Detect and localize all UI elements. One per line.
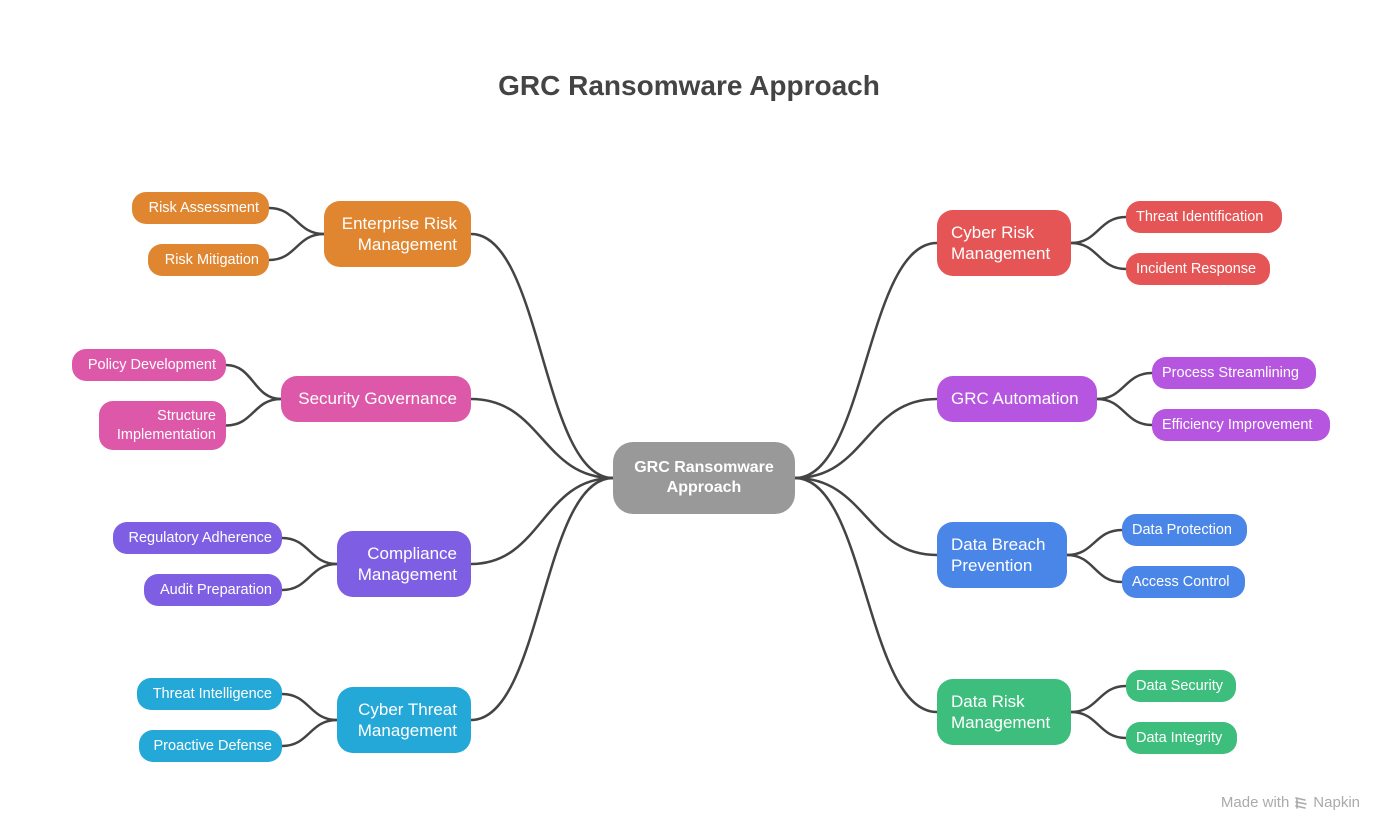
leaf-process-streamlining[interactable]: Process Streamlining bbox=[1152, 357, 1316, 389]
branch-security-governance[interactable]: Security Governance bbox=[281, 376, 471, 422]
napkin-brand-label: Napkin bbox=[1313, 794, 1360, 811]
leaf-label: Process Streamlining bbox=[1162, 364, 1299, 381]
connector-branch-to-leaf bbox=[1070, 241, 1127, 271]
leaf-label: Policy Development bbox=[87, 356, 216, 373]
leaf-audit-preparation[interactable]: Audit Preparation bbox=[144, 574, 282, 606]
center-node-label: GRC Ransomware Approach bbox=[634, 459, 774, 496]
leaf-structure-implementation[interactable]: Structure Implementation bbox=[99, 401, 226, 450]
leaf-label: Risk Mitigation bbox=[164, 251, 259, 268]
connector-branch-to-leaf bbox=[268, 232, 325, 262]
leaf-regulatory-adherence[interactable]: Regulatory Adherence bbox=[113, 522, 282, 554]
branch-label: Compliance Management bbox=[357, 543, 457, 584]
connector-branch-to-leaf bbox=[1066, 553, 1123, 584]
leaf-label: Proactive Defense bbox=[153, 737, 272, 754]
leaf-efficiency-improvement[interactable]: Efficiency Improvement bbox=[1152, 409, 1330, 441]
branch-compliance-management[interactable]: Compliance Management bbox=[337, 531, 471, 597]
connector-center-to-branch bbox=[794, 241, 938, 480]
connector-center-to-branch bbox=[470, 476, 614, 722]
branch-label: GRC Automation bbox=[951, 389, 1079, 409]
leaf-label: Data Security bbox=[1136, 677, 1224, 694]
branch-label: Data Risk Management bbox=[951, 691, 1051, 732]
branch-label: Cyber Threat Management bbox=[357, 699, 457, 740]
branch-enterprise-risk-management[interactable]: Enterprise Risk Management bbox=[324, 201, 471, 267]
branch-label: Data Breach Prevention bbox=[951, 534, 1046, 575]
connector-branch-to-leaf bbox=[268, 206, 325, 236]
connector-branch-to-leaf bbox=[1096, 371, 1153, 401]
connector-branch-to-leaf bbox=[281, 718, 338, 748]
connector-center-to-branch bbox=[794, 476, 938, 557]
leaf-label: Threat Intelligence bbox=[152, 685, 272, 702]
made-with-napkin-badge[interactable]: Made with Napkin bbox=[1221, 794, 1360, 811]
connector-branch-to-leaf bbox=[225, 397, 282, 427]
leaf-label: Access Control bbox=[1132, 573, 1230, 590]
leaf-threat-intelligence[interactable]: Threat Intelligence bbox=[137, 678, 282, 710]
branch-label: Security Governance bbox=[298, 389, 457, 409]
center-node[interactable]: GRC Ransomware Approach bbox=[613, 442, 795, 514]
leaf-data-security[interactable]: Data Security bbox=[1126, 670, 1236, 702]
connector-center-to-branch bbox=[470, 232, 614, 480]
connector-branch-to-leaf bbox=[1070, 710, 1127, 740]
connector-branch-to-leaf bbox=[225, 363, 282, 401]
leaf-risk-mitigation[interactable]: Risk Mitigation bbox=[148, 244, 269, 276]
connector-center-to-branch bbox=[794, 397, 938, 480]
connector-center-to-branch bbox=[470, 476, 614, 566]
leaf-label: Efficiency Improvement bbox=[1162, 416, 1313, 433]
connector-branch-to-leaf bbox=[1066, 528, 1123, 557]
leaf-label: Audit Preparation bbox=[159, 581, 272, 598]
leaf-risk-assessment[interactable]: Risk Assessment bbox=[132, 192, 269, 224]
branch-label: Enterprise Risk Management bbox=[341, 213, 457, 254]
leaf-policy-development[interactable]: Policy Development bbox=[72, 349, 226, 381]
branch-label: Cyber Risk Management bbox=[951, 222, 1051, 263]
diagram-title: GRC Ransomware Approach bbox=[498, 70, 880, 101]
branch-data-breach-prevention[interactable]: Data Breach Prevention bbox=[937, 522, 1067, 588]
leaf-data-integrity[interactable]: Data Integrity bbox=[1126, 722, 1237, 754]
leaf-threat-identification[interactable]: Threat Identification bbox=[1126, 201, 1282, 233]
napkin-logo-icon bbox=[1295, 796, 1308, 809]
connector-branch-to-leaf bbox=[1096, 397, 1153, 427]
branch-cyber-risk-management[interactable]: Cyber Risk Management bbox=[937, 210, 1071, 276]
leaf-label: Data Protection bbox=[1132, 521, 1232, 538]
connector-branch-to-leaf bbox=[281, 536, 338, 566]
connector-branch-to-leaf bbox=[281, 562, 338, 592]
branch-grc-automation[interactable]: GRC Automation bbox=[937, 376, 1097, 422]
leaf-access-control[interactable]: Access Control bbox=[1122, 566, 1245, 598]
leaf-label: Regulatory Adherence bbox=[128, 529, 273, 546]
leaf-data-protection[interactable]: Data Protection bbox=[1122, 514, 1247, 546]
connector-branch-to-leaf bbox=[1070, 215, 1127, 245]
leaf-label: Incident Response bbox=[1136, 260, 1257, 277]
leaf-proactive-defense[interactable]: Proactive Defense bbox=[139, 730, 282, 762]
leaf-label: Structure Implementation bbox=[116, 408, 216, 443]
leaf-label: Data Integrity bbox=[1136, 729, 1223, 746]
leaf-label: Threat Identification bbox=[1136, 208, 1264, 225]
branch-data-risk-management[interactable]: Data Risk Management bbox=[937, 679, 1071, 745]
made-with-label: Made with bbox=[1220, 794, 1290, 811]
leaf-label: Risk Assessment bbox=[148, 199, 259, 216]
branch-cyber-threat-management[interactable]: Cyber Threat Management bbox=[337, 687, 471, 753]
leaf-incident-response[interactable]: Incident Response bbox=[1126, 253, 1270, 285]
connector-branch-to-leaf bbox=[1070, 684, 1127, 714]
connector-branch-to-leaf bbox=[281, 692, 338, 722]
connector-center-to-branch bbox=[470, 397, 614, 480]
connector-center-to-branch bbox=[794, 476, 938, 714]
